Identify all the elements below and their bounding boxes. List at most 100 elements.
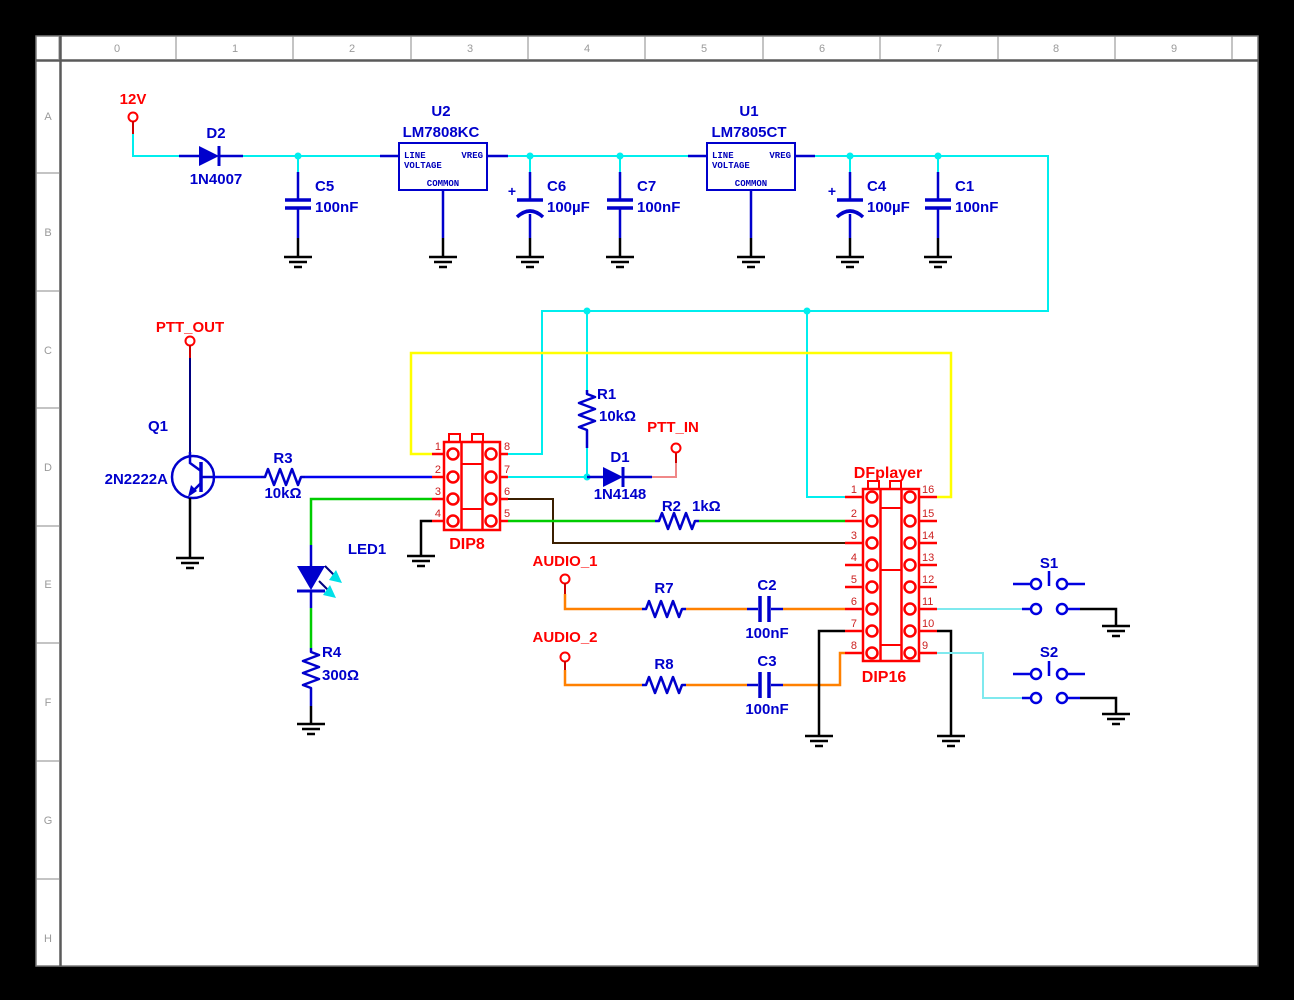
u2-pin-line: LINE: [404, 151, 426, 161]
resistor-r8[interactable]: R8: [642, 656, 686, 695]
net-dfplayer-keys[interactable]: [937, 608, 1022, 699]
diode-d2-ref: D2: [206, 125, 225, 142]
resistor-r7[interactable]: R7: [642, 580, 686, 619]
terminal-ptt-out[interactable]: PTT_OUT: [156, 319, 224, 358]
ruler-row-f: F: [45, 697, 52, 709]
diode-d1[interactable]: D1 1N4148: [587, 449, 652, 503]
resistor-r2[interactable]: R2 1kΩ: [655, 498, 721, 531]
top-ruler: [36, 36, 1258, 62]
ruler-col-9: 9: [1171, 43, 1177, 55]
terminal-audio2[interactable]: AUDIO_2: [532, 629, 598, 670]
socket-dip8[interactable]: [432, 433, 508, 532]
switch-s1-ref: S1: [1040, 555, 1058, 572]
ruler-col-5: 5: [701, 43, 707, 55]
ruler-col-2: 2: [349, 43, 355, 55]
terminal-audio2-label: AUDIO_2: [532, 629, 597, 646]
regulator-u1-value: LM7805CT: [711, 124, 786, 141]
capacitor-c4-value: 100µF: [867, 199, 910, 216]
dip8-pin-6: 6: [504, 486, 510, 498]
net-led[interactable]: [309, 497, 432, 648]
gnd-dfp10: [937, 734, 965, 748]
dip16-pin-3: 3: [851, 530, 857, 542]
dip16-pin-13: 13: [922, 552, 934, 564]
transistor-q1[interactable]: Q1 2N2222A: [105, 358, 216, 558]
socket-dip8-label: DIP8: [449, 536, 485, 553]
switch-s1[interactable]: S1: [1013, 555, 1118, 626]
dip16-pin-10: 10: [922, 618, 934, 630]
ruler-row-h: H: [44, 933, 52, 945]
net-dfplayer-gnd[interactable]: [817, 629, 953, 736]
gnd-u2: [429, 255, 457, 269]
socket-dip16[interactable]: [845, 480, 937, 663]
resistor-r8-ref: R8: [654, 656, 673, 673]
capacitor-c6-ref: C6: [547, 178, 566, 195]
resistor-r2-value: 1kΩ: [692, 498, 721, 515]
ground-symbols: [176, 255, 1130, 748]
capacitor-c6[interactable]: + C6 100µF: [508, 172, 590, 257]
dip16-pin-12: 12: [922, 574, 934, 586]
capacitor-c5-ref: C5: [315, 178, 334, 195]
terminal-12v-label: 12V: [120, 91, 147, 108]
resistor-r4-ref: R4: [322, 644, 342, 661]
capacitor-c4[interactable]: + C4 100µF: [828, 172, 910, 257]
capacitor-c1[interactable]: C1 100nF: [925, 172, 998, 257]
capacitor-c5[interactable]: C5 100nF: [285, 172, 358, 257]
ruler-col-7: 7: [936, 43, 942, 55]
gnd-u1: [737, 255, 765, 269]
resistor-r3[interactable]: R3 10kΩ: [261, 450, 305, 502]
gnd-r4: [297, 722, 325, 736]
regulator-u2-ref: U2: [431, 103, 450, 120]
switch-s2[interactable]: S2: [1013, 644, 1118, 714]
diode-d2[interactable]: D2 1N4007: [179, 125, 243, 188]
diode-d1-symbol: [603, 467, 623, 487]
capacitor-c6-value: 100µF: [547, 199, 590, 216]
net-dip8-gnd[interactable]: [419, 519, 432, 556]
ruler-row-a: A: [44, 111, 52, 123]
gnd-s1: [1102, 624, 1130, 638]
led-led1[interactable]: LED1: [297, 541, 386, 608]
capacitor-c3[interactable]: C3 100nF: [745, 653, 788, 718]
top-ruler-labels: 0 1 2 3 4 5 6 7 8 9: [114, 43, 1177, 55]
net-audio2[interactable]: [563, 651, 845, 687]
gnd-dip8: [407, 554, 435, 568]
capacitor-c1-ref: C1: [955, 178, 974, 195]
u2-pin-vreg: VREG: [461, 151, 483, 161]
terminal-audio1[interactable]: AUDIO_1: [532, 553, 598, 594]
dip16-pin-7: 7: [851, 618, 857, 630]
diode-d2-symbol: [199, 146, 219, 166]
diode-d2-value: 1N4007: [190, 171, 243, 188]
resistor-r4[interactable]: R4 300Ω: [301, 644, 359, 724]
resistor-r1[interactable]: R1 10kΩ: [577, 386, 636, 448]
dip16-pin-stubs: [845, 495, 937, 655]
ruler-col-6: 6: [819, 43, 825, 55]
capacitor-c7[interactable]: C7 100nF: [607, 172, 680, 257]
capacitor-c5-value: 100nF: [315, 199, 358, 216]
capacitor-c4-ref: C4: [867, 178, 887, 195]
ruler-row-e: E: [44, 579, 51, 591]
gnd-s2: [1102, 712, 1130, 726]
dip8-pin-3: 3: [435, 486, 441, 498]
net-yellow[interactable]: [409, 351, 953, 499]
dip16-pin-1: 1: [851, 484, 857, 496]
regulator-u2[interactable]: U2 LM7808KC LINE VOLTAGE VREG COMMON: [380, 103, 508, 257]
ruler-col-4: 4: [584, 43, 590, 55]
dip16-pin-11: 11: [922, 596, 933, 608]
resistor-r3-ref: R3: [273, 450, 292, 467]
diode-d1-ref: D1: [610, 449, 629, 466]
capacitor-c2-value: 100nF: [745, 625, 788, 642]
terminal-ptt-in[interactable]: PTT_IN: [647, 419, 699, 478]
u1-pin-vreg: VREG: [769, 151, 791, 161]
led-led1-ref: LED1: [348, 541, 386, 558]
terminal-12v[interactable]: 12V: [120, 91, 147, 134]
diode-d1-value: 1N4148: [594, 486, 647, 503]
dip16-pin-16: 16: [922, 484, 934, 496]
regulator-u1[interactable]: U1 LM7805CT LINE VOLTAGE VREG COMMON: [688, 103, 815, 257]
gnd-c1: [924, 255, 952, 269]
dip16-pin-5: 5: [851, 574, 857, 586]
net-audio1[interactable]: [563, 594, 845, 611]
capacitor-c2[interactable]: C2 100nF: [745, 577, 788, 642]
net-12v-rail[interactable]: [132, 134, 1049, 498]
gnd-dfp7: [805, 734, 833, 748]
capacitor-c7-value: 100nF: [637, 199, 680, 216]
